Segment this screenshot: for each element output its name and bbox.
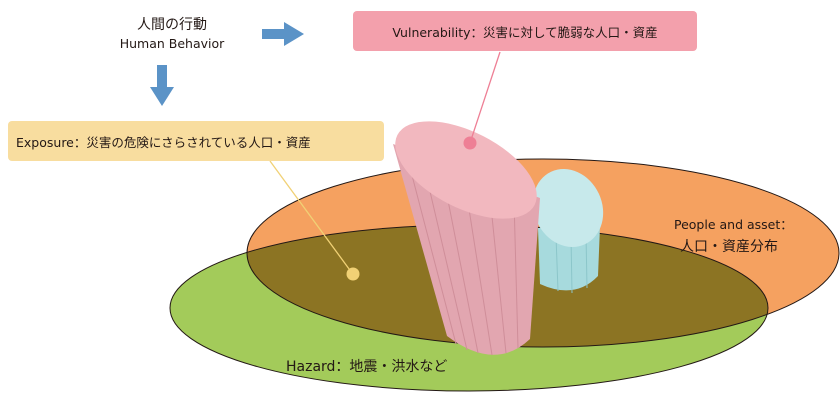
small-cylinder — [532, 169, 604, 294]
exposure-box: Exposure：災害の危険にさらされている人口・資産 — [8, 121, 384, 161]
vulnerability-box: Vulnerability：災害に対して脆弱な人口・資産 — [353, 11, 697, 51]
vulnerability-leader — [469, 51, 501, 144]
vulnerability-label: Vulnerability：災害に対して脆弱な人口・資産 — [392, 24, 658, 40]
vulnerability-marker — [463, 136, 477, 150]
human-behavior-title-en: Human Behavior — [119, 36, 225, 51]
arrow-right-icon — [262, 22, 304, 46]
human-behavior-title-jp: 人間の行動 — [137, 17, 207, 33]
people-asset-title: People and asset： — [674, 217, 793, 232]
arrow-down-icon — [150, 65, 174, 106]
exposure-leader — [269, 160, 353, 274]
exposure-marker — [346, 267, 360, 281]
people-asset-outline — [246, 158, 840, 348]
people-asset-subtitle: 人口・資産分布 — [680, 239, 778, 255]
hazard-label: Hazard：地震・洪水など — [286, 359, 448, 375]
exposure-label: Exposure：災害の危険にさらされている人口・資産 — [16, 134, 311, 150]
large-cylinder — [393, 121, 540, 356]
